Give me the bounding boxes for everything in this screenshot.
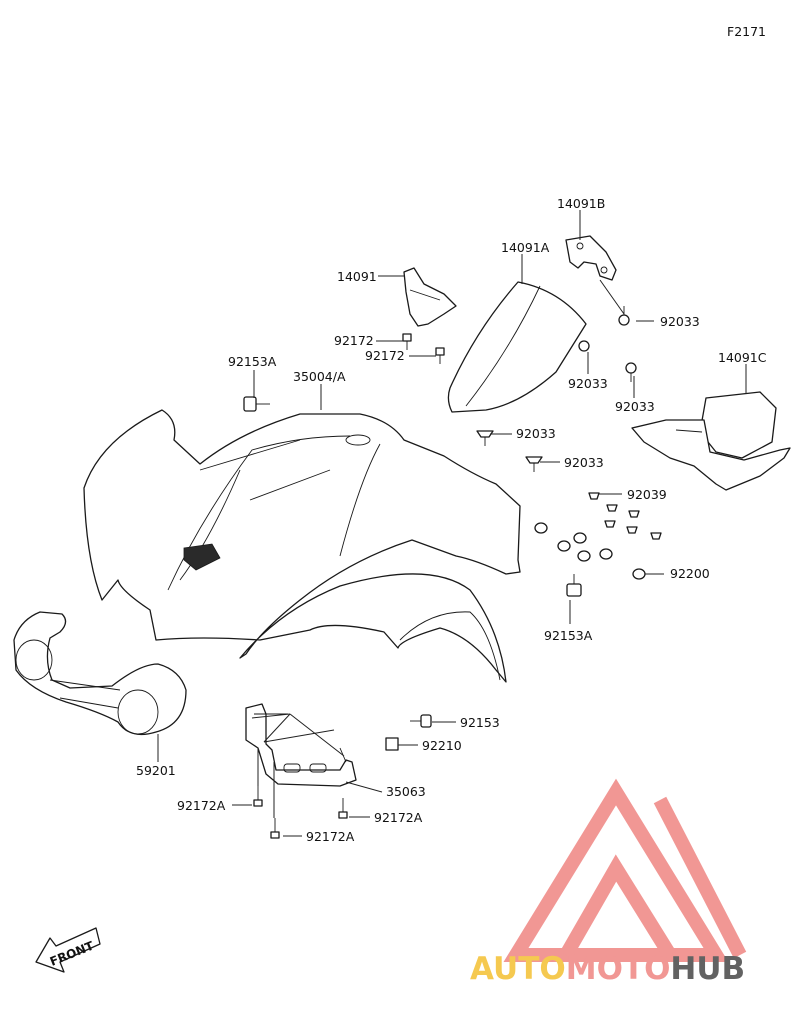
label-92172A-a[interactable]: 92172A [177,798,226,813]
watermark-text: AUTOMOTOHUB [470,951,745,987]
label-92039[interactable]: 92039 [627,487,667,502]
leader-lines [157,210,747,837]
watermark-part-moto: MOTO [566,951,671,987]
label-92153A-b[interactable]: 92153A [544,628,593,643]
part-14091-shape [403,267,457,327]
label-92153[interactable]: 92153 [460,715,500,730]
part-35063-shape [245,703,357,787]
label-92200[interactable]: 92200 [670,566,710,581]
part-14091B-shape [565,235,617,281]
part-labels: 14091B 14091A 14091 92033 92172 92172 92… [136,196,767,844]
label-59201[interactable]: 59201 [136,763,176,778]
label-92153A-a[interactable]: 92153A [228,354,277,369]
figure-code: F2171 [727,24,766,39]
label-92172A-c[interactable]: 92172A [374,810,423,825]
label-14091B[interactable]: 14091B [557,196,605,211]
label-14091C[interactable]: 14091C [718,350,767,365]
label-92172-a[interactable]: 92172 [334,333,374,348]
label-92033-d[interactable]: 92033 [516,426,556,441]
label-92033-c[interactable]: 92033 [615,399,655,414]
watermark-part-auto: AUTO [470,951,566,987]
label-92172A-b[interactable]: 92172A [306,829,355,844]
part-59201-shape [13,611,187,736]
hardware-parts [243,306,662,839]
label-92033-a[interactable]: 92033 [660,314,700,329]
part-14091C-shape [631,391,791,491]
front-direction-arrow: FRONT [35,927,101,973]
label-35004A[interactable]: 35004/A [293,369,346,384]
part-14091A-shape [447,281,587,413]
label-35063[interactable]: 35063 [386,784,426,799]
label-92033-e[interactable]: 92033 [564,455,604,470]
label-14091[interactable]: 14091 [337,269,377,284]
watermark-part-hub: HUB [670,951,745,987]
watermark-logo: AUTOMOTOHUB [470,778,747,987]
part-35004A-shape [83,409,521,683]
label-92033-b[interactable]: 92033 [568,376,608,391]
label-14091A[interactable]: 14091A [501,240,550,255]
label-92210[interactable]: 92210 [422,738,462,753]
label-92172-b[interactable]: 92172 [365,348,405,363]
